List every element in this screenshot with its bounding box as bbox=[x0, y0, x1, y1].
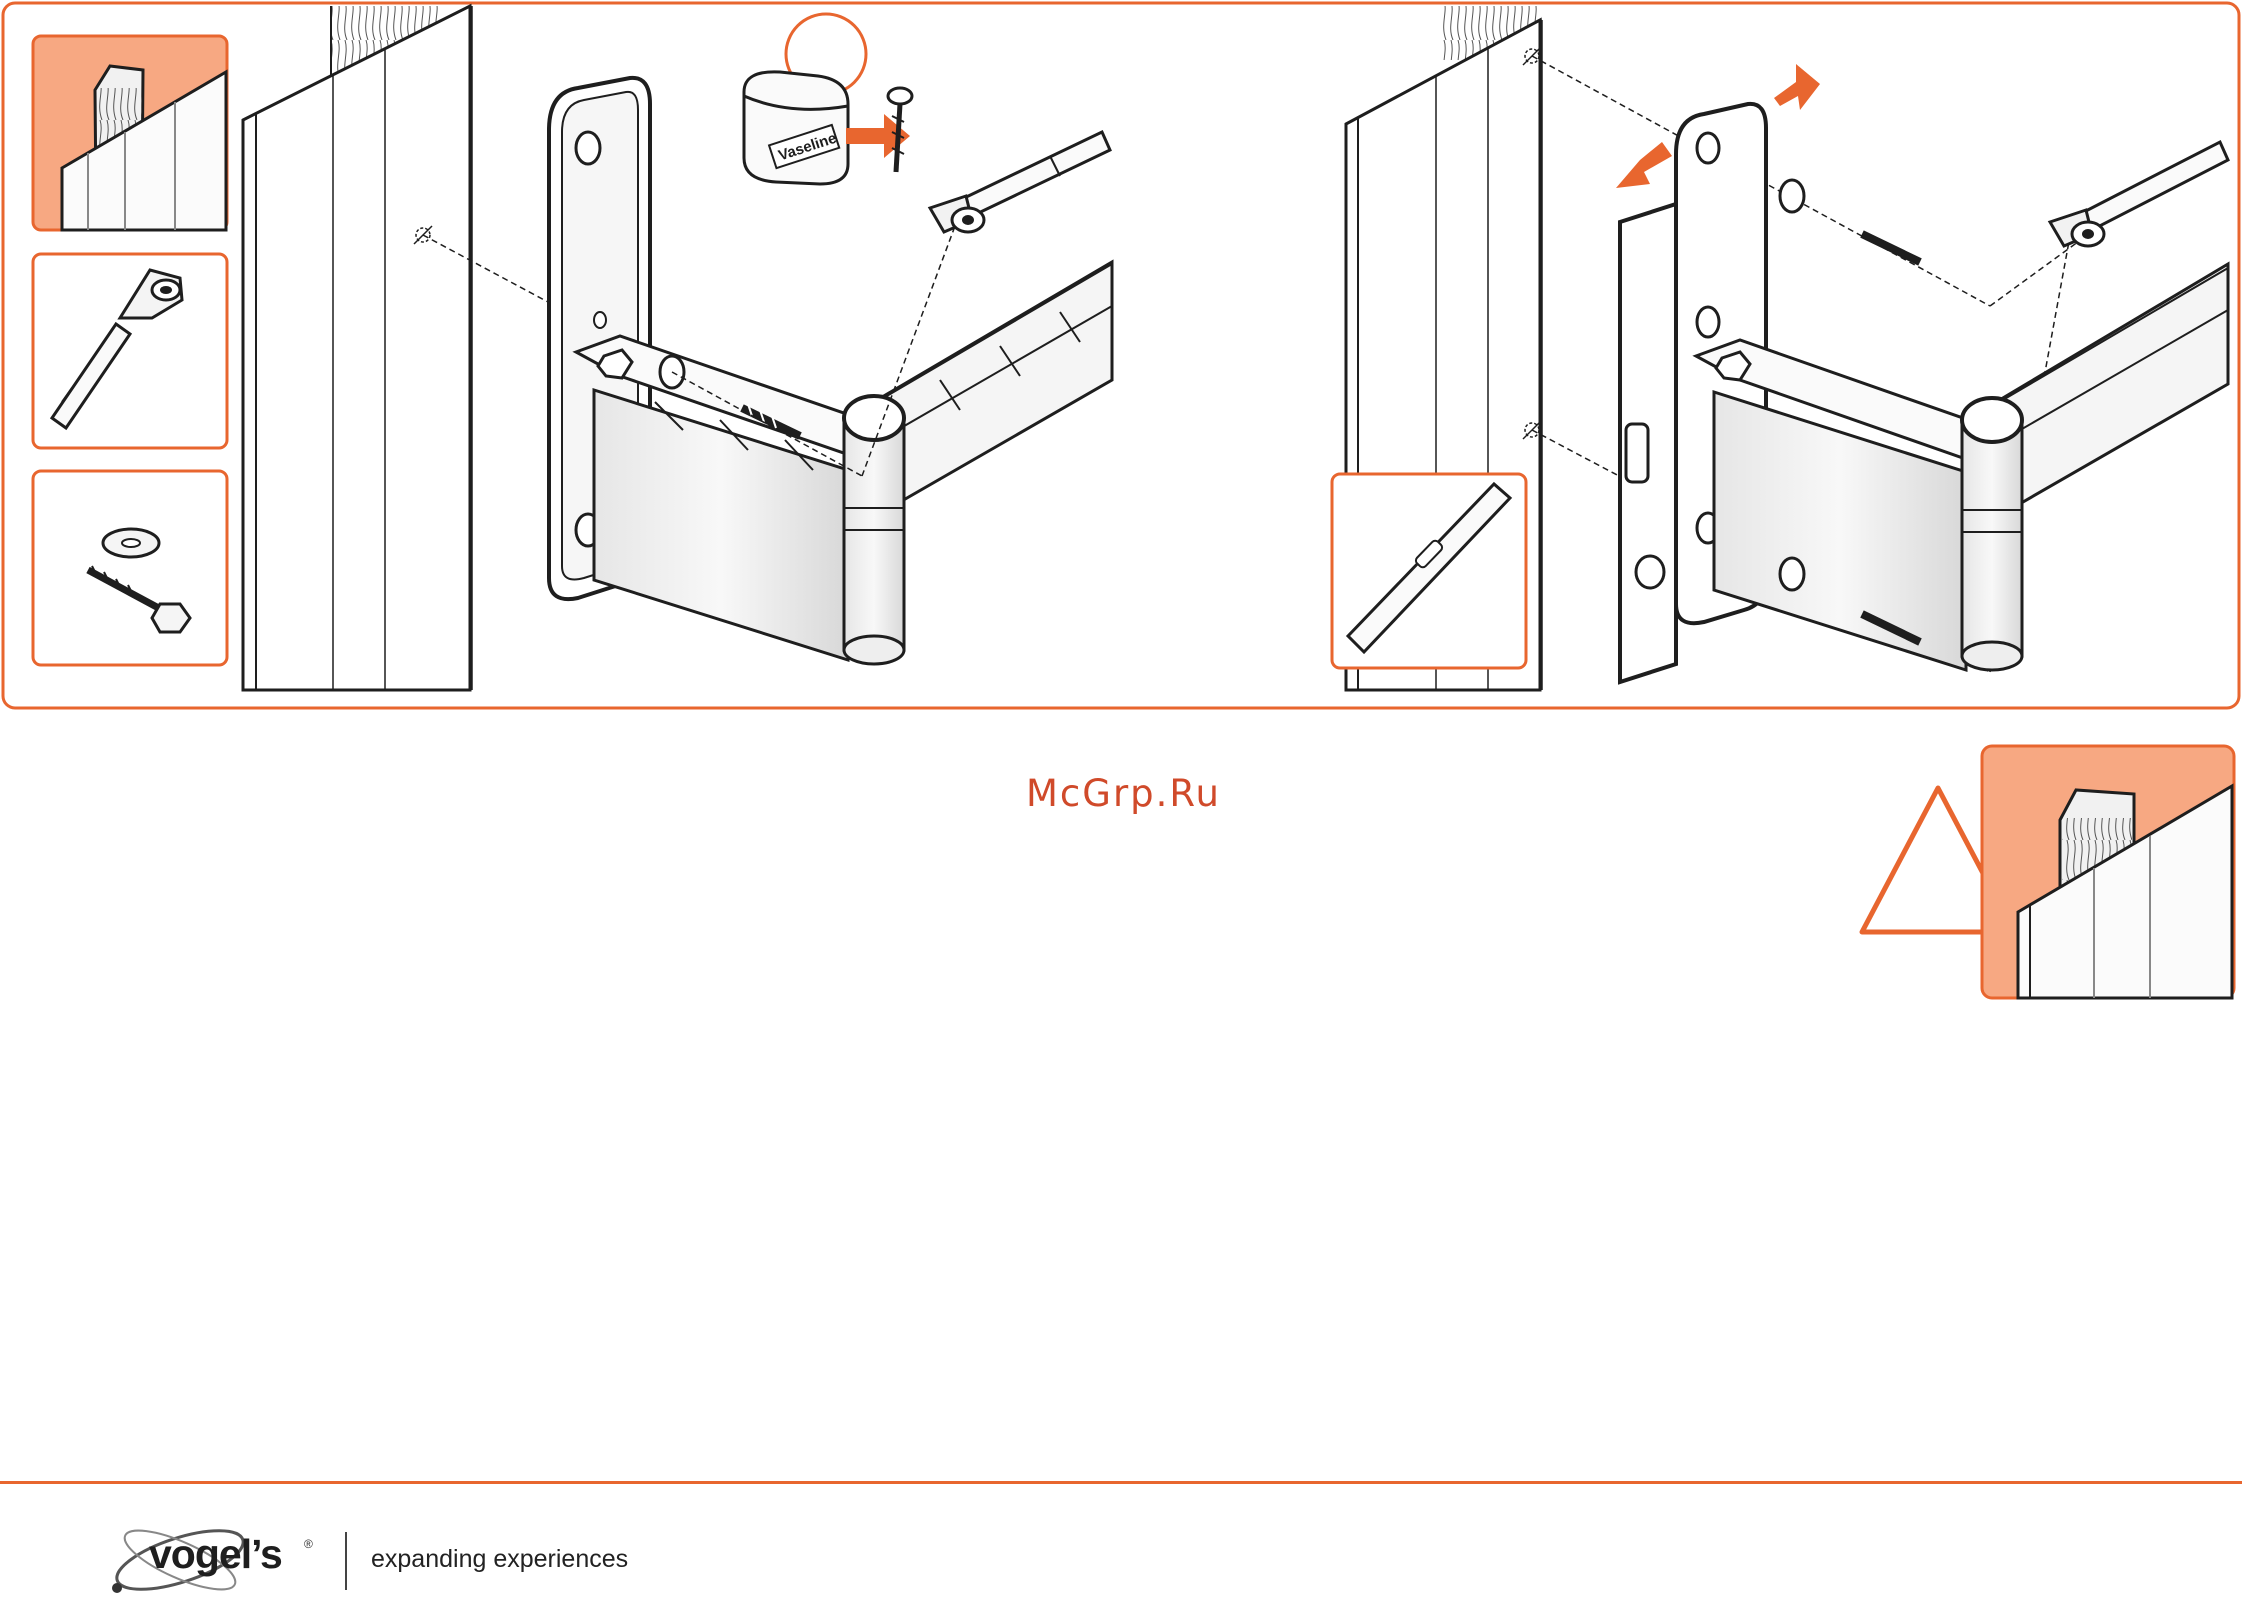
icon-panel-tool bbox=[33, 254, 227, 448]
registered-mark: ® bbox=[304, 1537, 313, 1551]
inset-spirit-level-panel bbox=[1332, 474, 1526, 668]
brand-tagline: expanding experiences bbox=[371, 1545, 628, 1574]
icon-panel-hardware bbox=[33, 471, 227, 665]
spirit-level bbox=[1620, 204, 1676, 682]
icon-panel-wall-type bbox=[33, 36, 227, 230]
brand-separator bbox=[345, 1532, 347, 1590]
step-2-illustration bbox=[1332, 6, 2228, 690]
brand-logo-text: vogel’s bbox=[149, 1531, 282, 1578]
wooden-wall-icon bbox=[1982, 746, 2234, 998]
arrow-left-icon bbox=[1616, 142, 1672, 188]
step-1-illustration: Vaseline bbox=[243, 6, 1112, 690]
footer-rule bbox=[0, 1481, 2242, 1484]
vaseline-jar: Vaseline bbox=[744, 14, 866, 184]
arrow-right-icon bbox=[1774, 64, 1820, 110]
tv-arm bbox=[576, 262, 1112, 664]
socket-wrench-icon bbox=[930, 132, 1110, 232]
warning-section bbox=[1862, 746, 2234, 998]
watermark: McGrp.Ru bbox=[1026, 772, 1221, 815]
wall-panel bbox=[243, 6, 472, 690]
